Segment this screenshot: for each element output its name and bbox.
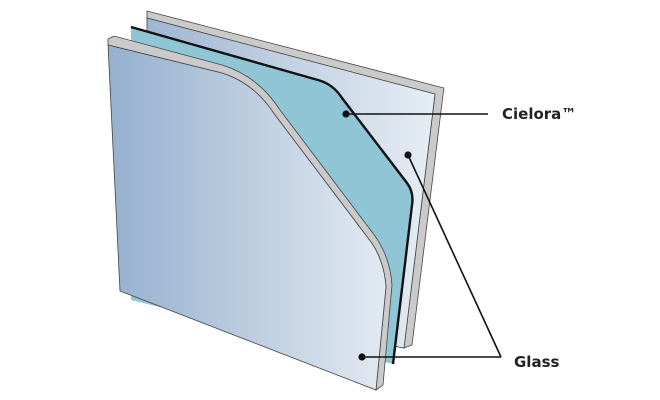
callout-cielora: Cielora™ (342, 105, 576, 123)
front-glass-marker-dot (358, 353, 366, 361)
cielora-label: Cielora™ (502, 105, 576, 123)
front-glass-pane (107, 35, 393, 391)
front-glass-face (107, 44, 387, 391)
cielora-marker-dot (342, 110, 350, 118)
back-glass-marker-dot (404, 151, 412, 159)
callout-glass: Glass (358, 151, 560, 371)
interlayer-edge-line (130, 25, 414, 365)
glass-label: Glass (514, 353, 560, 371)
